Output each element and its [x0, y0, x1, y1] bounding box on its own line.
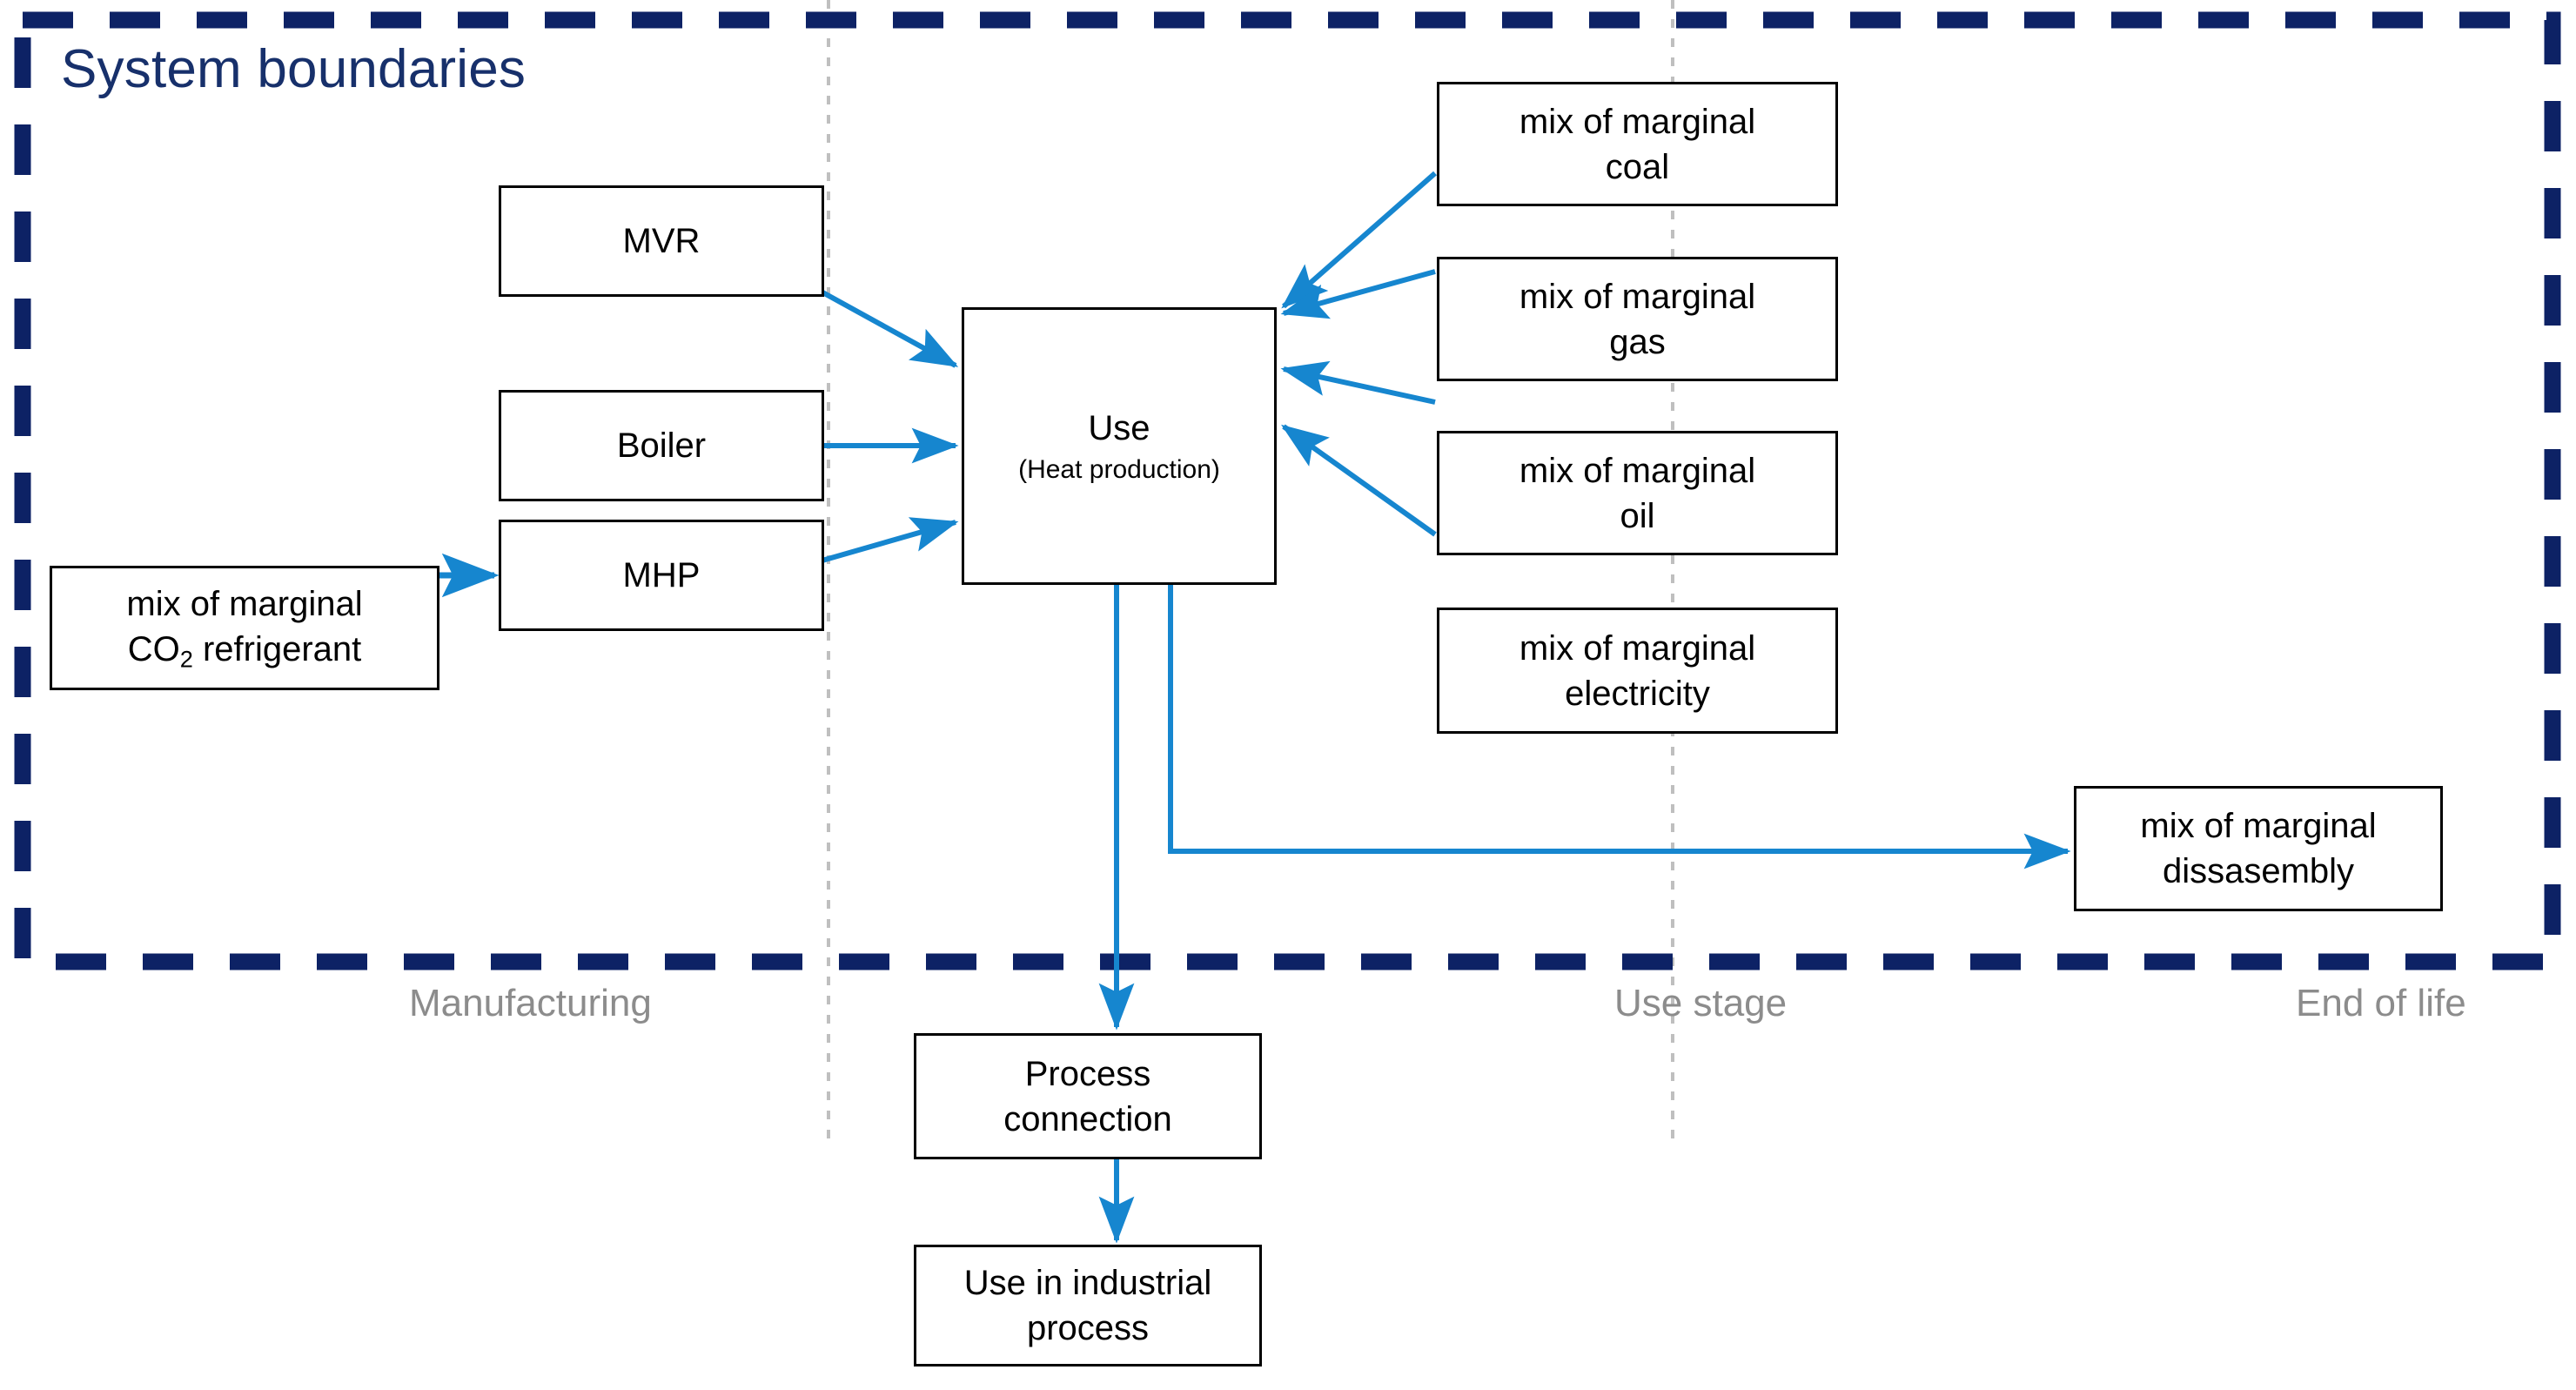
node-use-label: Use [1088, 409, 1150, 447]
node-gas-line2: gas [1609, 322, 1666, 361]
node-coal-line2: coal [1605, 147, 1670, 186]
node-mvr[interactable]: MVR [499, 185, 824, 297]
edge-gas-use [1280, 269, 1436, 319]
node-boiler-label: Boiler [616, 426, 707, 465]
node-coal-line1: mix of marginal [1519, 102, 1756, 141]
node-electricity-line1: mix of marginal [1519, 628, 1756, 668]
node-gas-line1: mix of marginal [1519, 277, 1756, 316]
edge-electricity-use [1281, 424, 1437, 537]
node-industrial-use[interactable]: Use in industrial process [914, 1245, 1262, 1366]
node-co2-refrigerant[interactable]: mix of marginal CO2 refrigerant [50, 566, 439, 690]
node-use[interactable]: Use (Heat production) [962, 307, 1277, 585]
node-electricity-line2: electricity [1565, 674, 1710, 713]
node-use-sublabel: (Heat production) [1018, 455, 1220, 484]
node-mvr-label: MVR [622, 222, 701, 260]
node-marginal-coal[interactable]: mix of marginal coal [1437, 82, 1838, 206]
node-marginal-dissasembly[interactable]: mix of marginal dissasembly [2074, 786, 2443, 911]
node-dissasembly-line1: mix of marginal [2140, 807, 2377, 845]
node-oil-line1: mix of marginal [1519, 451, 1756, 490]
node-process-connection-line2: connection [1003, 1099, 1172, 1138]
node-co2-line1: mix of marginal [126, 585, 363, 624]
node-co2-line2-post: refrigerant [192, 630, 362, 669]
edge-oil-use [1280, 360, 1436, 405]
node-marginal-gas[interactable]: mix of marginal gas [1437, 257, 1838, 381]
edge-coal-use [1281, 171, 1437, 309]
node-process-connection[interactable]: Process connection [914, 1033, 1262, 1159]
edge-use-dissasembly [1168, 585, 2071, 870]
system-boundary-title: System boundaries [61, 39, 527, 99]
node-oil-line2: oil [1620, 496, 1655, 535]
node-industrial-use-line2: process [1026, 1309, 1150, 1347]
node-marginal-oil[interactable]: mix of marginal oil [1437, 431, 1838, 555]
node-co2-line2: CO2 refrigerant [128, 627, 362, 675]
stage-label-end-of-life: End of life [2296, 982, 2466, 1024]
node-boiler[interactable]: Boiler [499, 390, 824, 501]
stage-label-use-stage: Use stage [1614, 982, 1788, 1024]
node-co2-line2-sub: 2 [179, 645, 193, 673]
node-marginal-electricity[interactable]: mix of marginal electricity [1437, 608, 1838, 734]
node-mhp-label: MHP [622, 556, 701, 594]
node-process-connection-line1: Process [1024, 1054, 1151, 1093]
node-industrial-use-line1: Use in industrial [963, 1264, 1212, 1302]
node-dissasembly-line2: dissasembly [2162, 852, 2355, 890]
node-mhp[interactable]: MHP [499, 520, 824, 631]
node-co2-line2-pre: CO [127, 630, 180, 669]
stage-label-manufacturing: Manufacturing [409, 982, 652, 1024]
system-boundary-rect [14, 11, 2561, 970]
